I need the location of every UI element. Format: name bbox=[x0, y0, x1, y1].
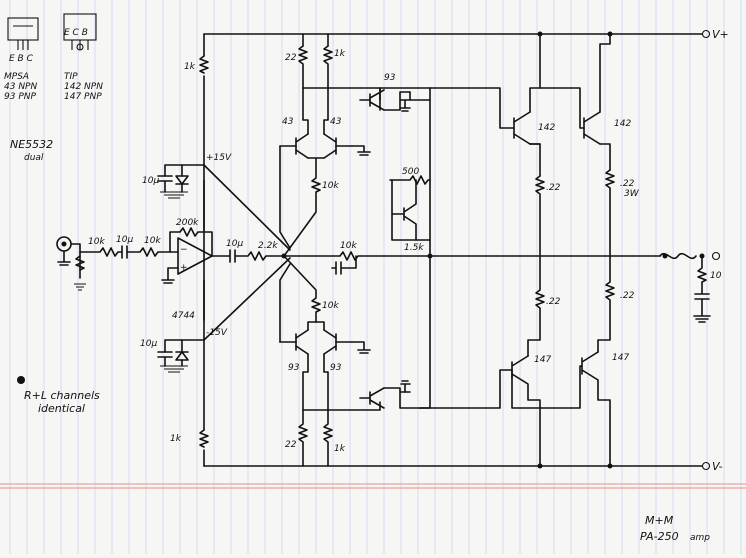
transistor-q43-bottom bbox=[359, 380, 421, 409]
opamp-triangle bbox=[177, 237, 213, 275]
label-r-zobel: 10 bbox=[710, 271, 722, 281]
label-q142-a: 142 bbox=[538, 123, 555, 133]
legend-mpsa-npn: 43 NPN bbox=[4, 82, 37, 92]
rail-vplus-label: V+ bbox=[712, 28, 729, 41]
decoupling-bottom bbox=[157, 351, 189, 373]
label-c-out-10u: 10µ bbox=[226, 239, 243, 249]
label-r-in-10k-a: 10k bbox=[88, 237, 105, 247]
label-r-fb-200k: 200k bbox=[176, 218, 199, 228]
input-wire bbox=[70, 243, 81, 279]
transistor-q43-right bbox=[323, 87, 371, 159]
label-r-fb-10k: 10k bbox=[340, 241, 357, 251]
bottom-tail-resistor bbox=[283, 255, 321, 323]
label-c-in-10u: 10µ bbox=[116, 235, 133, 245]
note-channels-line2: identical bbox=[38, 402, 85, 415]
legend-mpsa-pnp: 93 PNP bbox=[4, 92, 36, 102]
resistor-bias-bottom bbox=[199, 429, 209, 448]
label-q147-b: 147 bbox=[612, 353, 629, 363]
transistor-tip142-a bbox=[513, 33, 545, 257]
resistor-fb-10k bbox=[283, 251, 431, 261]
rail-vminus-label: V- bbox=[712, 460, 723, 473]
resistor-in-10k-a bbox=[79, 247, 123, 257]
tip-package-sketch: E C B bbox=[63, 13, 97, 51]
svg-text:−: − bbox=[180, 245, 188, 255]
label-r-22-top: 22 bbox=[285, 53, 297, 63]
label-pot-500: 500 bbox=[402, 167, 419, 177]
label-q147-a: 147 bbox=[534, 355, 551, 365]
opamp-subtitle: dual bbox=[24, 153, 44, 163]
label-pos15: +15V bbox=[206, 153, 232, 163]
label-r-1k-top: 1k bbox=[334, 49, 346, 59]
top-driver-wires bbox=[298, 33, 381, 101]
label-r-22-b-watt: 3W bbox=[624, 189, 640, 199]
bullet-mark bbox=[17, 376, 25, 384]
resistor-fb-200k bbox=[169, 227, 213, 257]
label-r-in-10k-b: 10k bbox=[144, 236, 161, 246]
label-q142-b: 142 bbox=[614, 119, 631, 129]
transistor-q93-top bbox=[359, 89, 431, 112]
zobel-network bbox=[693, 255, 711, 323]
label-q93-bl: 93 bbox=[288, 363, 300, 373]
label-q43-left: 43 bbox=[282, 117, 294, 127]
label-r-10k-mid-top: 10k bbox=[322, 181, 339, 191]
rail-wires bbox=[203, 29, 711, 471]
opamp-name: NE5532 bbox=[10, 138, 53, 151]
label-r-22-d: .22 bbox=[620, 291, 635, 301]
label-r-bias-top: 1k bbox=[184, 62, 196, 72]
resistor-in-10k-b bbox=[126, 247, 179, 257]
cap-fb-parallel bbox=[331, 255, 357, 275]
transistor-q93-bl bbox=[279, 321, 325, 411]
drive-top-wire bbox=[429, 87, 515, 129]
input-jack[interactable] bbox=[56, 236, 72, 252]
top-tail-resistor bbox=[283, 157, 325, 257]
label-c-10u-top: 10µ bbox=[142, 176, 159, 186]
label-neg15: -15V bbox=[206, 328, 228, 338]
transistor-tip142-b bbox=[539, 33, 615, 257]
title-suffix: amp bbox=[690, 533, 710, 543]
input-ground bbox=[57, 250, 71, 266]
input-shunt-ground bbox=[74, 283, 86, 291]
label-q43-right: 43 bbox=[330, 117, 342, 127]
label-r-22-a: .22 bbox=[546, 183, 561, 193]
to92-package-sketch: E B C bbox=[7, 17, 39, 64]
label-q93-br: 93 bbox=[330, 363, 342, 373]
transistor-q93-br bbox=[323, 329, 371, 411]
output-terminal[interactable] bbox=[711, 251, 721, 261]
bottom-driver-wires bbox=[298, 401, 381, 467]
svg-text:+: + bbox=[180, 263, 188, 273]
title-line2: PA-250 bbox=[640, 530, 679, 543]
label-r-1k5: 1.5k bbox=[404, 243, 424, 253]
transistor-tip147-b bbox=[511, 255, 615, 467]
legend-mpsa-title: MPSA bbox=[4, 72, 29, 82]
opamp-plus-ground bbox=[161, 267, 179, 284]
label-r-22-c: .22 bbox=[546, 297, 561, 307]
legend-tip-npn: 142 NPN bbox=[64, 82, 103, 92]
legend-tip-pnp: 147 PNP bbox=[64, 92, 102, 102]
note-channels-line1: R+L channels bbox=[24, 389, 100, 402]
transistor-q43-left bbox=[279, 87, 309, 159]
legend-tip-title: TIP bbox=[64, 72, 78, 82]
tip-pin-labels: E C B bbox=[64, 28, 88, 38]
decoupling-top bbox=[157, 175, 189, 199]
to92-pin-labels: E B C bbox=[9, 54, 34, 64]
label-r-22-bot: 22 bbox=[285, 440, 297, 450]
label-r-10k-mid-bot: 10k bbox=[322, 301, 339, 311]
opamp-supply-wires bbox=[164, 164, 291, 353]
label-r-bias-bottom: 1k bbox=[170, 434, 182, 444]
opamp-output-path bbox=[211, 249, 285, 263]
label-c-10u-bot: 10µ bbox=[140, 339, 157, 349]
input-shunt-resistor bbox=[75, 255, 85, 271]
label-r-22-b: .22 bbox=[620, 179, 635, 189]
label-q93-top: 93 bbox=[384, 73, 396, 83]
label-zener-4744: 4744 bbox=[172, 311, 195, 321]
resistor-bias-top bbox=[199, 55, 209, 74]
title-line1: M+M bbox=[645, 514, 674, 527]
drive-bottom-wire bbox=[419, 369, 513, 409]
label-r-1k-bot: 1k bbox=[334, 444, 346, 454]
label-r-2k2: 2.2k bbox=[258, 241, 278, 251]
